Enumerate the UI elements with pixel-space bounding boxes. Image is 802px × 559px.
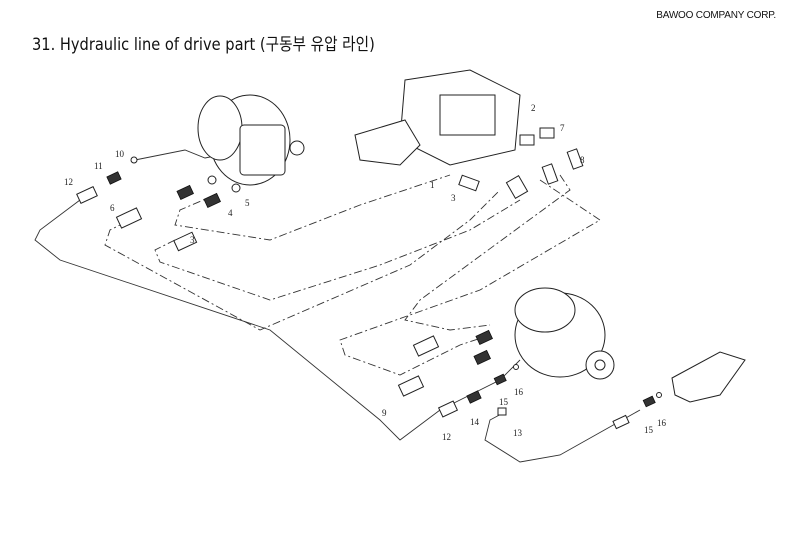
callout-labels: 1 2 3 7 8 10 11 12 6 4 5 3 9 12 14 13 15… [64, 103, 667, 442]
hose-line [34, 149, 521, 441]
fittings [76, 127, 662, 430]
callout-label: 13 [513, 428, 523, 438]
callout-label: 15 [644, 425, 654, 435]
company-name: BAWOO COMPANY CORP. [656, 10, 776, 21]
callout-label: 14 [470, 417, 480, 427]
callout-label: 11 [94, 161, 103, 171]
callout-label: 3 [190, 235, 195, 245]
right-drive-motor [514, 287, 615, 380]
callout-label: 8 [580, 155, 585, 165]
callout-label: 2 [531, 103, 536, 113]
callout-label: 5 [245, 198, 250, 208]
hose-line [104, 189, 501, 331]
bracket [671, 351, 746, 403]
page-title: 31. Hydraulic line of drive part (구동부 유압… [32, 35, 375, 55]
callout-label: 4 [228, 208, 233, 218]
hose-line [154, 199, 521, 301]
callout-label: 6 [110, 203, 115, 213]
callout-label: 10 [115, 149, 125, 159]
callout-label: 16 [657, 418, 667, 428]
callout-label: 16 [514, 387, 524, 397]
hose-line [174, 174, 451, 241]
hose-line [484, 409, 641, 463]
callout-label: 1 [430, 180, 435, 190]
callout-label: 7 [560, 123, 565, 133]
callout-label: 12 [64, 177, 73, 187]
callout-label: 9 [382, 408, 387, 418]
left-drive-motor [197, 94, 305, 186]
callout-label: 12 [442, 432, 451, 442]
callout-label: 3 [451, 193, 456, 203]
callout-label: 15 [499, 397, 509, 407]
hydraulic-pump [354, 69, 521, 166]
